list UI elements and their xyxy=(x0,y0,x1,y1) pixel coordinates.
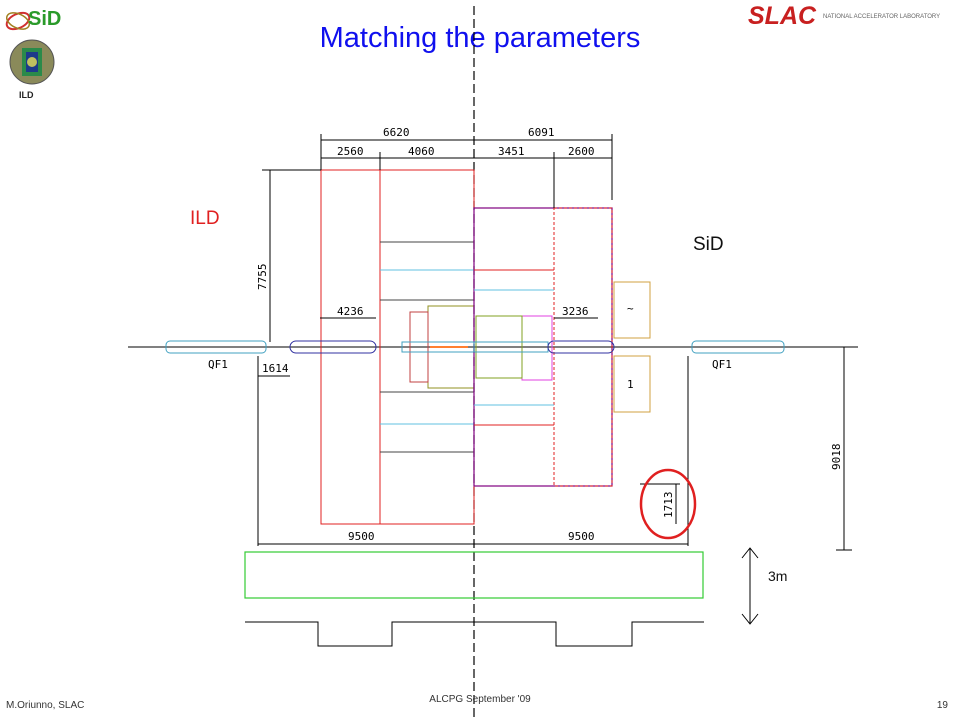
slac-logo: SLAC NATIONAL ACCELERATOR LABORATORY xyxy=(748,2,958,30)
label-qf1-left: QF1 xyxy=(208,358,228,371)
footer-event: ALCPG September '09 xyxy=(429,694,531,705)
qf1-right-magnet xyxy=(691,340,785,354)
footer-author: M.Oriunno, SLAC xyxy=(6,700,85,711)
dim-sid-platform-width: 9500 xyxy=(568,530,595,543)
dim-beam-height: 9018 xyxy=(830,444,843,471)
slac-logo-subtitle: NATIONAL ACCELERATOR LABORATORY xyxy=(823,14,941,20)
label-qf1-right: QF1 xyxy=(712,358,732,371)
dim-sid-seg-outer: 2600 xyxy=(568,145,595,158)
dim-sid-qd-distance: 3236 xyxy=(562,305,589,318)
top-dimensions xyxy=(320,134,613,208)
final-doublet xyxy=(289,340,615,354)
sid-endcap-mark: ~ xyxy=(627,302,634,315)
arrow-head-down xyxy=(741,613,759,625)
sid-barrel-outer xyxy=(553,207,613,487)
ild-ecal xyxy=(409,311,429,383)
dim-ild-seg-inner: 4060 xyxy=(408,145,435,158)
slac-logo-text: SLAC xyxy=(748,2,817,30)
page-number: 19 xyxy=(936,700,948,711)
ild-emblem-icon xyxy=(9,39,55,85)
ild-logo-caption: ILD xyxy=(19,90,34,100)
detector-platform xyxy=(244,551,704,599)
floor-profile xyxy=(245,621,704,647)
sid-qd0 xyxy=(547,340,615,354)
slide-title: Matching the parameters xyxy=(319,22,641,54)
floor-height-label: 3m xyxy=(768,568,788,584)
dim-ild-platform-width: 9500 xyxy=(348,530,375,543)
sid-logo: SiD xyxy=(4,6,74,34)
sid-endcap-top xyxy=(613,281,651,339)
sid-tracker xyxy=(475,315,523,379)
arrow-head-up xyxy=(741,547,759,559)
sid-endcap-mark: 1 xyxy=(627,378,634,391)
dim-ild-height: 7755 xyxy=(256,264,269,291)
dim-ild-total-width: 6620 xyxy=(383,126,410,139)
dim-sid-gap: 1713 xyxy=(662,492,675,519)
dim-qf1-gap: 1614 xyxy=(262,362,289,375)
dim-ild-seg-outer: 2560 xyxy=(337,145,364,158)
sid-swirl-icon xyxy=(5,11,31,31)
qf1-left-magnet xyxy=(165,340,267,354)
highlight-circle xyxy=(639,468,697,540)
dim-ild-qd-distance: 4236 xyxy=(337,305,364,318)
ild-qd0 xyxy=(289,340,377,354)
sid-endcap-bottom xyxy=(613,355,651,413)
ild-label: ILD xyxy=(190,208,220,229)
dim-sid-seg-inner: 3451 xyxy=(498,145,525,158)
ild-logo xyxy=(8,38,58,90)
sid-logo-text: SiD xyxy=(28,8,62,30)
dim-sid-total-width: 6091 xyxy=(528,126,555,139)
sid-label: SiD xyxy=(693,234,724,255)
